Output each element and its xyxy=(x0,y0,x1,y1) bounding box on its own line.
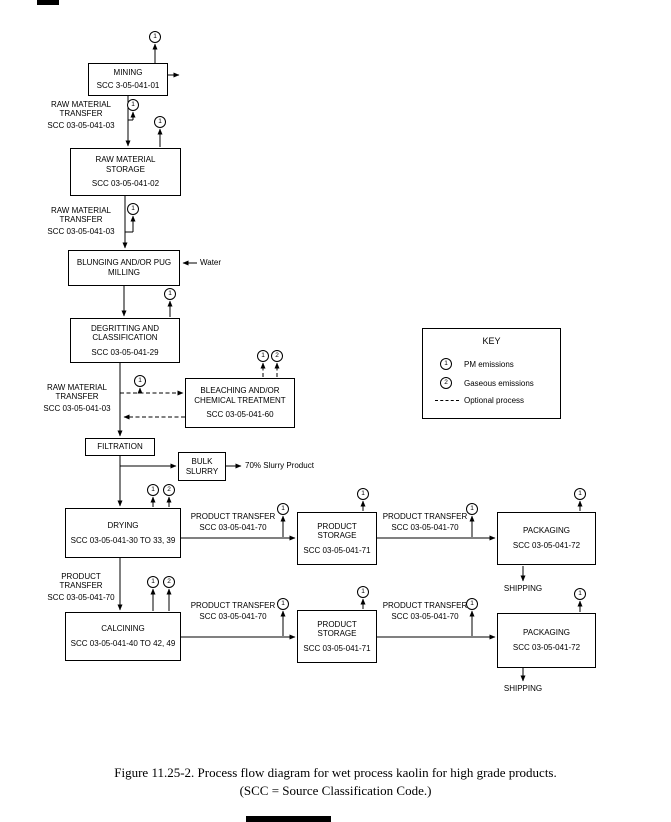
pm-emission-marker: 1 xyxy=(147,576,159,588)
blunging-box: BLUNGING AND/OR PUG MILLING xyxy=(68,250,180,286)
pm-emission-marker: 1 xyxy=(357,488,369,500)
bulk-slurry-title: BULK SLURRY xyxy=(185,456,219,476)
raw-material-transfer-label-2: RAW MATERIAL TRANSFER SCC 03-05-041-03 xyxy=(47,206,115,236)
pm-emission-marker: 1 xyxy=(574,488,586,500)
product-transfer-label-4: PRODUCT TRANSFER SCC 03-05-041-70 xyxy=(382,601,468,622)
key-item-optional: Optional process xyxy=(423,396,560,405)
product-transfer-label-1: PRODUCT TRANSFER SCC 03-05-041-70 xyxy=(190,512,276,533)
pm-emission-marker: 1 xyxy=(127,99,139,111)
packaging-box-1: PACKAGING SCC 03-05-041-72 xyxy=(497,512,596,565)
pm-emission-icon: 1 xyxy=(440,358,452,370)
packaging-1-title: PACKAGING xyxy=(523,526,570,536)
figure-caption-line1: Figure 11.25-2. Process flow diagram for… xyxy=(114,765,557,780)
raw-material-transfer-label-1: RAW MATERIAL TRANSFER SCC 03-05-041-03 xyxy=(47,100,115,130)
product-transfer-label-left: PRODUCT TRANSFER SCC 03-05-041-70 xyxy=(47,572,115,602)
mining-box: MINING SCC 3-05-041-01 xyxy=(88,63,168,96)
product-storage-2-scc: SCC 03-05-041-71 xyxy=(303,643,371,653)
raw-material-storage-scc: SCC 03-05-041-02 xyxy=(91,179,160,189)
packaging-2-title: PACKAGING xyxy=(523,628,570,638)
pm-emission-marker: 1 xyxy=(154,116,166,128)
pm-emission-marker: 1 xyxy=(277,503,289,515)
gaseous-emission-marker: 2 xyxy=(163,576,175,588)
calcining-scc: SCC 03-05-041-40 TO 42, 49 xyxy=(70,639,176,648)
bleaching-scc: SCC 03-05-041-60 xyxy=(206,410,274,420)
product-storage-1-title: PRODUCT STORAGE xyxy=(317,521,357,541)
pm-emission-marker: 1 xyxy=(149,31,161,43)
bleaching-box: BLEACHING AND/OR CHEMICAL TREATMENT SCC … xyxy=(185,378,295,428)
gaseous-emission-marker: 2 xyxy=(163,484,175,496)
pm-emission-marker: 1 xyxy=(466,598,478,610)
drying-title: DRYING xyxy=(107,520,139,530)
calcining-title: CALCINING xyxy=(101,624,145,634)
drying-box: DRYING SCC 03-05-041-30 TO 33, 39 xyxy=(65,508,181,558)
degritting-box: DEGRITTING AND CLASSIFICATION SCC 03-05-… xyxy=(70,318,180,363)
packaging-1-scc: SCC 03-05-041-72 xyxy=(512,541,581,550)
pm-emission-marker: 1 xyxy=(277,598,289,610)
gaseous-emission-marker: 2 xyxy=(271,350,283,362)
key-item-optional-label: Optional process xyxy=(464,396,525,405)
figure-caption-line2: (SCC = Source Classification Code.) xyxy=(239,782,432,798)
raw-material-storage-box: RAW MATERIAL STORAGE SCC 03-05-041-02 xyxy=(70,148,181,196)
dashed-line-icon xyxy=(435,400,459,401)
degritting-title: DEGRITTING AND CLASSIFICATION xyxy=(90,323,159,343)
calcining-box: CALCINING SCC 03-05-041-40 TO 42, 49 xyxy=(65,612,181,661)
product-transfer-label-2: PRODUCT TRANSFER SCC 03-05-041-70 xyxy=(382,512,468,533)
degritting-scc: SCC 03-05-041-29 xyxy=(91,347,159,357)
blunging-title: BLUNGING AND/OR PUG MILLING xyxy=(76,258,172,277)
key-item-gaseous: 2 Gaseous emissions xyxy=(423,377,560,389)
scan-artifact-bottom xyxy=(246,816,331,822)
shipping-label-2: SHIPPING xyxy=(503,684,543,693)
mining-scc: SCC 3-05-041-01 xyxy=(96,81,160,90)
drying-scc: SCC 03-05-041-30 TO 33, 39 xyxy=(70,535,176,545)
mining-title: MINING xyxy=(113,68,143,78)
shipping-label-1: SHIPPING xyxy=(503,584,543,593)
key-item-pm: 1 PM emissions xyxy=(423,358,560,370)
product-storage-2-title: PRODUCT STORAGE xyxy=(317,619,357,639)
key-legend: KEY 1 PM emissions 2 Gaseous emissions O… xyxy=(422,328,561,419)
gaseous-emission-icon: 2 xyxy=(440,377,452,389)
key-item-gaseous-label: Gaseous emissions xyxy=(464,378,534,388)
packaging-box-2: PACKAGING SCC 03-05-041-72 xyxy=(497,613,596,668)
figure-caption: Figure 11.25-2. Process flow diagram for… xyxy=(0,764,671,799)
filtration-box: FILTRATION xyxy=(85,438,155,456)
pm-emission-marker: 1 xyxy=(164,288,176,300)
pm-emission-marker: 1 xyxy=(574,588,586,600)
pm-emission-marker: 1 xyxy=(466,503,478,515)
filtration-title: FILTRATION xyxy=(97,442,143,452)
pm-emission-marker: 1 xyxy=(147,484,159,496)
product-storage-1-scc: SCC 03-05-041-71 xyxy=(303,545,371,555)
key-title: KEY xyxy=(482,336,501,346)
bulk-slurry-box: BULK SLURRY xyxy=(178,452,226,481)
product-storage-box-1: PRODUCT STORAGE SCC 03-05-041-71 xyxy=(297,512,377,565)
key-item-pm-label: PM emissions xyxy=(464,359,514,369)
bleaching-title: BLEACHING AND/OR CHEMICAL TREATMENT xyxy=(194,386,286,405)
product-transfer-label-3: PRODUCT TRANSFER SCC 03-05-041-70 xyxy=(190,601,276,622)
slurry-product-label: 70% Slurry Product xyxy=(245,461,314,470)
scan-artifact-top xyxy=(37,0,59,5)
pm-emission-marker: 1 xyxy=(134,375,146,387)
pm-emission-marker: 1 xyxy=(127,203,139,215)
raw-material-storage-title: RAW MATERIAL STORAGE xyxy=(95,155,156,174)
product-storage-box-2: PRODUCT STORAGE SCC 03-05-041-71 xyxy=(297,610,377,663)
pm-emission-marker: 1 xyxy=(257,350,269,362)
packaging-2-scc: SCC 03-05-041-72 xyxy=(512,643,581,652)
water-label: Water xyxy=(200,258,222,267)
raw-material-transfer-label-3: RAW MATERIAL TRANSFER SCC 03-05-041-03 xyxy=(43,383,111,413)
pm-emission-marker: 1 xyxy=(357,586,369,598)
